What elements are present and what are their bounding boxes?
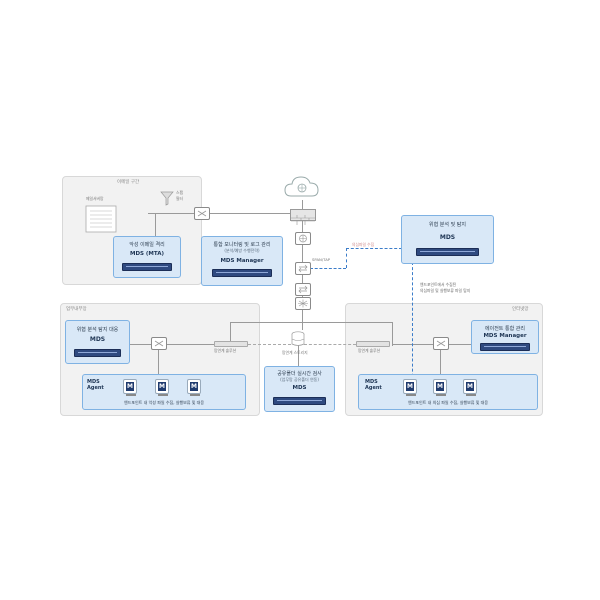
spam-filter-label: 스팸 필터 bbox=[176, 190, 183, 201]
malware-card-model: MDS bbox=[89, 336, 106, 343]
malware-card-title: 위협 분석 탐지 대응 bbox=[76, 327, 119, 333]
distribution-switch-icon bbox=[295, 297, 311, 310]
agent-right-node-2: M bbox=[433, 379, 447, 396]
mail-server-label: 메일서버망 bbox=[86, 196, 104, 201]
agent-right-node-1: M bbox=[403, 379, 417, 396]
external-gateway-label: 망연계 솔루션 bbox=[358, 348, 381, 353]
collection-label: 의심파일 수집 bbox=[352, 242, 375, 247]
agent-right-label-bottom: Agent bbox=[365, 385, 382, 391]
agent-right-node-3: M bbox=[463, 379, 477, 396]
storage-dash-left bbox=[248, 344, 296, 345]
manager-card-subtitle: (분석/예방 수행전략) bbox=[224, 248, 260, 253]
manager-card-title: 통합 모니터링 및 로그 관리 bbox=[213, 242, 271, 248]
mail-switch-icon bbox=[194, 207, 210, 220]
tap-dash-to-threat bbox=[346, 248, 402, 249]
shared-server-icon bbox=[273, 397, 326, 405]
endpoint-manager-model: MDS Manager bbox=[483, 333, 527, 339]
internal-drop bbox=[158, 344, 159, 376]
manager-card-model: MDS Manager bbox=[220, 258, 264, 264]
agent-right-node-3-logo: M bbox=[466, 382, 474, 391]
mail-server-icon bbox=[82, 204, 120, 234]
storage-drop bbox=[298, 344, 299, 366]
firewall-icon bbox=[290, 209, 316, 225]
tap-dash-up bbox=[346, 248, 347, 268]
mta-server-icon bbox=[122, 263, 172, 271]
external-zone-label: 인터넷망 bbox=[512, 307, 529, 312]
tap-switch-icon bbox=[295, 262, 311, 275]
shared-card-model: MDS bbox=[292, 385, 307, 391]
internal-gateway-label: 망연계 솔루션 bbox=[214, 348, 237, 353]
endpoint-manager-server-icon bbox=[480, 343, 530, 351]
shared-card-title: 공유폴더 실시간 검사 bbox=[277, 371, 322, 377]
external-to-manager bbox=[448, 344, 478, 345]
external-link bbox=[392, 344, 472, 345]
external-drop bbox=[440, 344, 441, 376]
agent-left-label-bottom: Agent bbox=[87, 385, 104, 391]
core-switch-icon bbox=[295, 283, 311, 296]
external-switch-icon bbox=[433, 337, 449, 350]
mta-card[interactable]: 악성 이메일 격리 MDS (MTA) bbox=[113, 236, 181, 278]
endpoint-manager-card[interactable]: 에이전트 통합 관리 MDS Manager bbox=[471, 320, 539, 354]
agent-left-card[interactable]: MDS Agent M M M 엔드포인트 내 악성 파일 수집, 실행보류 및… bbox=[82, 374, 246, 410]
storage-icon bbox=[291, 331, 305, 347]
backbone-line-top bbox=[148, 213, 298, 214]
agent-left-node-1: M bbox=[123, 379, 137, 396]
endpoint-manager-title: 에이전트 통합 관리 bbox=[485, 326, 525, 332]
mail-drop-line bbox=[155, 213, 156, 237]
threat-server-icon bbox=[416, 248, 479, 256]
threat-card-title: 위협 분석 및 탐지 bbox=[429, 222, 466, 228]
storage-label: 망연계 스토리지 bbox=[282, 350, 308, 355]
internal-zone-label: 업무내부망 bbox=[66, 307, 87, 312]
internal-link bbox=[130, 344, 230, 345]
manager-server-icon bbox=[212, 269, 272, 277]
spam-filter-icon bbox=[160, 190, 174, 206]
router-icon bbox=[295, 232, 311, 245]
agent-left-node-3-logo: M bbox=[190, 382, 198, 391]
agent-right-caption: 엔드포인트 내 의심 파일 수집, 실행보류 및 대응 bbox=[407, 400, 489, 405]
agent-left-node-3: M bbox=[187, 379, 201, 396]
threat-dash-down bbox=[412, 262, 413, 392]
lan-horizontal bbox=[230, 322, 392, 323]
mta-card-title: 악성 이메일 격리 bbox=[129, 242, 165, 248]
agent-left-node-2: M bbox=[155, 379, 169, 396]
lan-left-drop bbox=[230, 322, 231, 346]
cloud-icon bbox=[283, 172, 321, 200]
internal-switch-icon bbox=[151, 337, 167, 350]
lan-right-drop bbox=[392, 322, 393, 346]
malware-card[interactable]: 위협 분석 탐지 대응 MDS bbox=[65, 320, 130, 364]
malware-server-icon bbox=[74, 349, 121, 357]
agent-right-node-2-logo: M bbox=[436, 382, 444, 391]
agent-left-label-top: MDS bbox=[87, 379, 100, 385]
agent-left-caption: 엔드포인트 내 악성 파일 수집, 실행보류 및 대응 bbox=[123, 400, 205, 405]
agent-right-node-1-logo: M bbox=[406, 382, 414, 391]
tap-label: SPAN/TAP bbox=[312, 257, 331, 262]
mail-zone-label: 이메일 구간 bbox=[117, 180, 140, 185]
manager-card[interactable]: 통합 모니터링 및 로그 관리 (분석/예방 수행전략) MDS Manager bbox=[201, 236, 283, 286]
threat-card-model: MDS bbox=[439, 234, 456, 241]
external-gateway bbox=[356, 341, 390, 347]
shared-card-subtitle: (업무망 공유폴더 연동) bbox=[280, 377, 319, 382]
endpoint-note: 엔드포인트에서 수집된 의심파일 및 실행보류 파일 탐지 bbox=[420, 282, 471, 293]
internal-gateway bbox=[214, 341, 248, 347]
agent-right-label-top: MDS bbox=[365, 379, 378, 385]
agent-left-node-1-logo: M bbox=[126, 382, 134, 391]
tap-dash-line bbox=[310, 268, 346, 269]
agent-left-node-2-logo: M bbox=[158, 382, 166, 391]
storage-dash-right bbox=[304, 344, 356, 345]
threat-card[interactable]: 위협 분석 및 탐지 MDS bbox=[401, 215, 494, 264]
mta-card-model: MDS (MTA) bbox=[130, 251, 164, 257]
agent-right-card[interactable]: MDS Agent M M M 엔드포인트 내 의심 파일 수집, 실행보류 및… bbox=[358, 374, 538, 410]
shared-card[interactable]: 공유폴더 실시간 검사 (업무망 공유폴더 연동) MDS bbox=[264, 366, 335, 412]
